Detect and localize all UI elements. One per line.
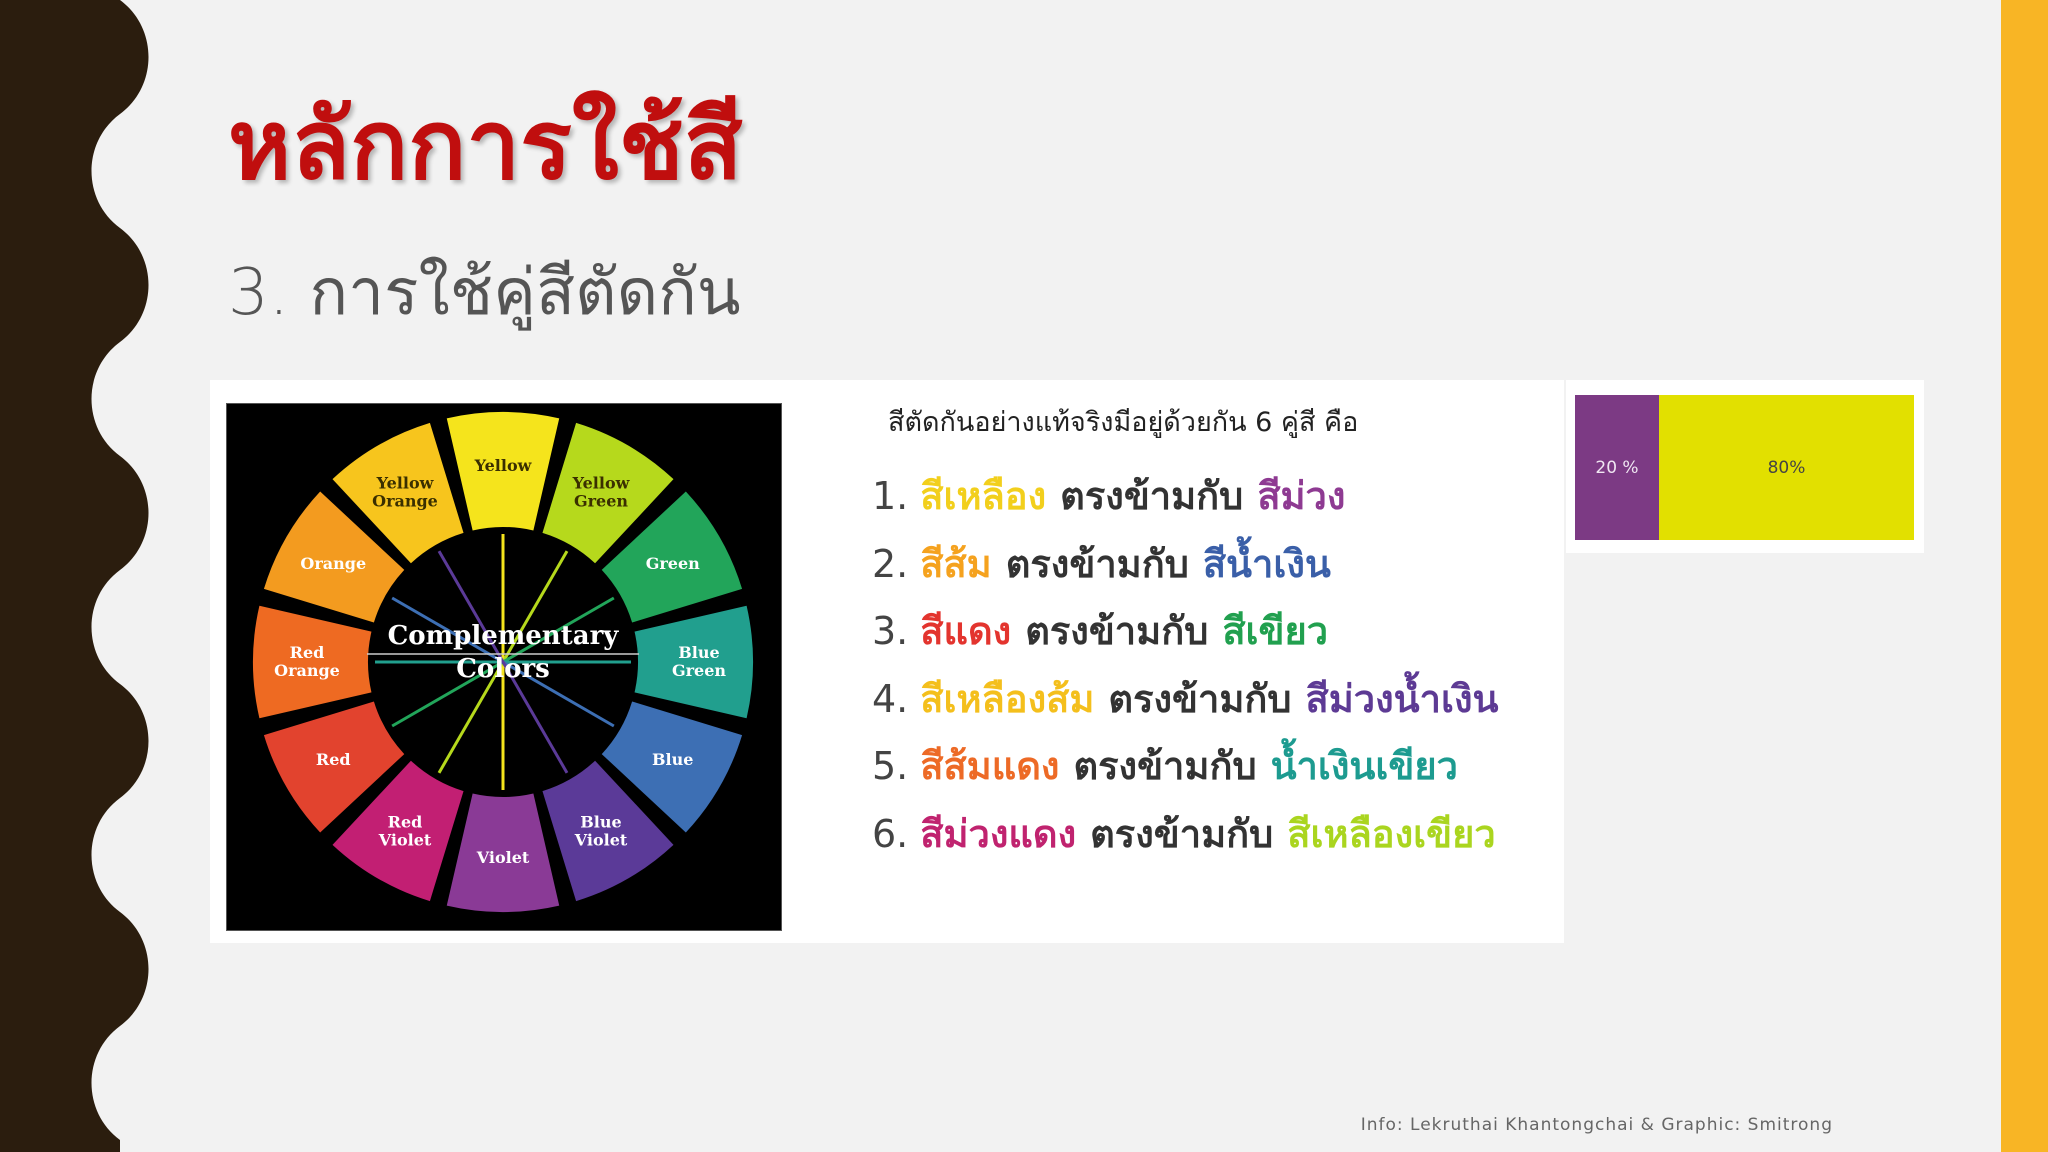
pair-right-color: สีม่วงน้ำเงิน (1305, 676, 1499, 721)
wheel-segment-label: Red (316, 750, 351, 769)
pair-item: 1.สีเหลือง ตรงข้ามกับ สีม่วง (872, 470, 1499, 538)
pair-connector: ตรงข้ามกับ (1090, 811, 1274, 856)
pair-right-color: สีน้ำเงิน (1202, 541, 1331, 586)
pair-item: 6.สีม่วงแดง ตรงข้ามกับ สีเหลืองเขียว (872, 808, 1499, 876)
ratio-bar-purple: 20 % (1575, 395, 1659, 540)
wheel-segment-label: Violet (574, 831, 628, 850)
pair-item: 4.สีเหลืองส้ม ตรงข้ามกับ สีม่วงน้ำเงิน (872, 673, 1499, 741)
wheel-segment-label: Orange (300, 554, 366, 573)
wheel-segment-label: Blue (580, 813, 621, 832)
pair-number: 6. (872, 811, 909, 856)
wheel-segment (601, 491, 743, 623)
wheel-segment (263, 491, 405, 623)
credit-text: Info: Lekruthai Khantongchai & Graphic: … (1360, 1115, 1833, 1135)
wheel-segment (634, 605, 754, 719)
wheel-segment-label: Yellow (376, 473, 435, 492)
pair-connector: ตรงข้ามกับ (1108, 676, 1292, 721)
wheel-segment-label: Red (388, 813, 423, 832)
pair-connector: ตรงข้ามกับ (1073, 744, 1257, 788)
wheel-segment (601, 701, 743, 833)
wheel-segment-label: Blue (678, 643, 719, 662)
wheel-segment (446, 412, 560, 531)
pair-number: 1. (872, 474, 909, 518)
wheel-segment (542, 422, 674, 564)
pair-left-color: สีเหลืองส้ม (920, 676, 1095, 721)
pair-item: 3.สีแดง ตรงข้ามกับ สีเขียว (872, 605, 1499, 673)
wavy-left-band (0, 0, 149, 1152)
wheel-segment (542, 760, 674, 902)
wheel-center-subtitle: Colors (456, 654, 550, 684)
pairs-intro: สีตัดกันอย่างแท้จริงมีอยู่ด้วยกัน 6 คู่ส… (888, 407, 1359, 438)
wheel-segment (332, 760, 464, 902)
wheel-segment-label: Red (290, 643, 325, 662)
pair-right-color: สีเขียว (1222, 609, 1329, 653)
complementary-color-wheel: YellowYellowGreenGreenBlueGreenBlueBlueV… (253, 412, 754, 912)
wheel-segment (332, 422, 464, 564)
pair-connector: ตรงข้ามกับ (1025, 609, 1209, 653)
wheel-segment-label: Orange (372, 491, 438, 510)
pair-connector: ตรงข้ามกับ (1005, 541, 1189, 586)
pair-number: 2. (872, 541, 909, 586)
wheel-segment (263, 701, 405, 833)
pair-right-color: สีเหลืองเขียว (1287, 811, 1496, 856)
wheel-segment-label: Green (646, 554, 700, 573)
pair-connector: ตรงข้ามกับ (1060, 474, 1244, 518)
pair-left-color: สีม่วงแดง (920, 811, 1077, 856)
wheel-segment-label: Violet (378, 831, 432, 850)
wheel-segment-label: Yellow (572, 473, 631, 492)
wheel-segment (253, 605, 372, 719)
pair-item: 2.สีส้ม ตรงข้ามกับ สีน้ำเงิน (872, 538, 1499, 606)
right-accent-band (2001, 0, 2048, 1152)
ratio-bar-yellow: 80% (1659, 395, 1914, 540)
wheel-segment-label: Green (672, 661, 726, 680)
wheel-segment-label: Blue (652, 750, 693, 769)
complement-ray (437, 550, 569, 774)
wheel-segment-label: Yellow (474, 456, 533, 475)
pair-item: 5.สีส้มแดง ตรงข้ามกับ น้ำเงินเขียว (872, 740, 1499, 808)
ratio-yellow-label: 80% (1767, 457, 1806, 478)
slide-title: หลักการใช้สี (228, 88, 743, 201)
pair-left-color: สีแดง (920, 609, 1012, 653)
pair-left-color: สีส้ม (920, 541, 992, 586)
wheel-segment-label: Green (574, 491, 628, 510)
slide-subtitle: 3. การใช้คู่สีตัดกัน (228, 256, 741, 330)
wheel-center-title: Complementary (388, 621, 620, 651)
pair-number: 4. (872, 676, 909, 721)
wheel-segment (446, 793, 560, 912)
ratio-purple-label: 20 % (1595, 457, 1639, 478)
pair-left-color: สีส้มแดง (920, 744, 1060, 788)
wheel-segment-label: Violet (476, 848, 530, 867)
pair-left-color: สีเหลือง (920, 474, 1047, 518)
pair-number: 3. (872, 609, 909, 653)
pair-right-color: น้ำเงินเขียว (1270, 744, 1458, 788)
pair-right-color: สีม่วง (1257, 474, 1346, 518)
pair-number: 5. (872, 744, 909, 788)
wheel-segment-label: Orange (274, 661, 340, 680)
